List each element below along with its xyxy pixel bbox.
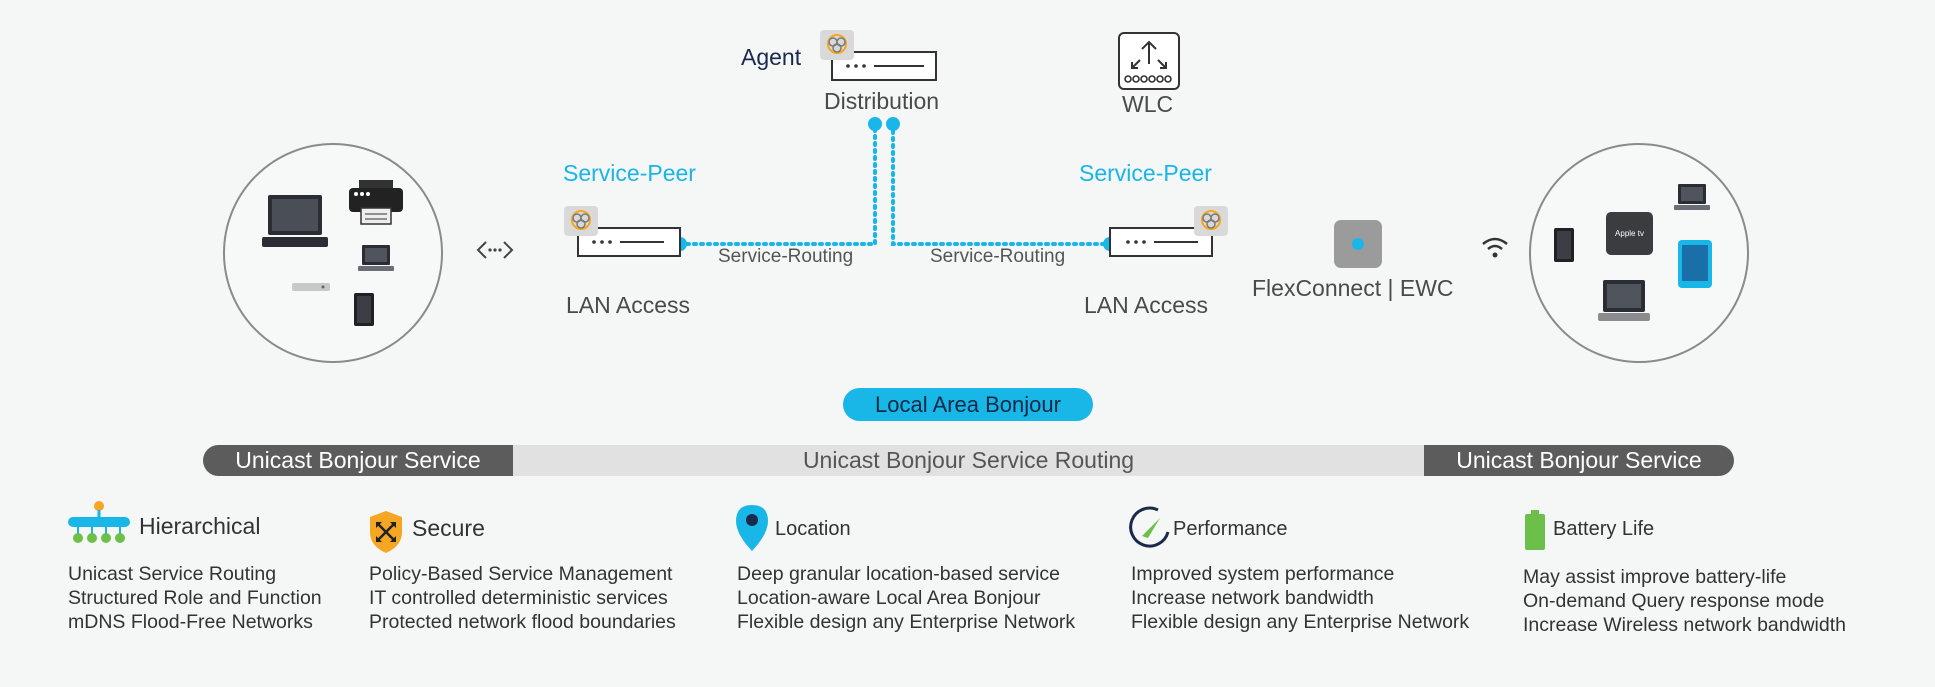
feature-title-hierarchical: Hierarchical bbox=[139, 513, 261, 539]
feature-lines-performance: Improved system performance Increase net… bbox=[1131, 562, 1469, 634]
wired-clients-circle bbox=[223, 143, 443, 363]
feature-title-secure: Secure bbox=[412, 515, 485, 541]
hierarchy-icon bbox=[68, 501, 130, 543]
agent-label: Agent bbox=[741, 44, 802, 70]
feature-line: Flexible design any Enterprise Network bbox=[737, 611, 1076, 633]
desktop-computer-icon bbox=[262, 195, 328, 247]
access-point-icon bbox=[1334, 220, 1382, 268]
feature-line: Policy-Based Service Management bbox=[369, 563, 673, 585]
feature-title-location: Location bbox=[775, 518, 851, 540]
feature-line: Improved system performance bbox=[1131, 563, 1395, 585]
service-peer-right-label: Service-Peer bbox=[1079, 160, 1212, 186]
feature-line: IT controlled deterministic services bbox=[369, 587, 668, 609]
feature-line: On-demand Query response mode bbox=[1523, 590, 1825, 612]
laptop-small-icon bbox=[1674, 184, 1710, 210]
feature-title-performance: Performance bbox=[1173, 518, 1288, 540]
shield-icon bbox=[370, 511, 402, 553]
speedometer-icon bbox=[1129, 506, 1170, 548]
printer-icon bbox=[349, 180, 403, 225]
unicast-bonjour-service-right-band: Unicast Bonjour Service bbox=[1424, 445, 1734, 476]
service-routing-left-label: Service-Routing bbox=[718, 246, 854, 267]
feature-lines-location: Deep granular location-based service Loc… bbox=[737, 562, 1075, 634]
feature-line: Increase Wireless network bandwidth bbox=[1523, 614, 1846, 636]
distribution-switch-icon bbox=[820, 30, 937, 81]
apple-tv-label: Apple tv bbox=[1615, 229, 1644, 238]
lan-access-right-label: LAN Access bbox=[1084, 292, 1208, 318]
service-routing-right-label: Service-Routing bbox=[930, 246, 1066, 267]
feature-line: Protected network flood boundaries bbox=[369, 611, 676, 633]
wireless-controller-icon bbox=[1118, 32, 1180, 90]
unicast-bonjour-service-left-band: Unicast Bonjour Service bbox=[203, 445, 513, 476]
feature-line: mDNS Flood-Free Networks bbox=[68, 611, 313, 633]
lan-access-left-switch-icon bbox=[564, 206, 681, 257]
tablet-icon bbox=[1678, 240, 1712, 288]
location-pin-icon bbox=[736, 505, 768, 551]
feature-line: Flexible design any Enterprise Network bbox=[1131, 611, 1470, 633]
unicast-bonjour-service-routing-band: Unicast Bonjour Service Routing bbox=[513, 445, 1424, 476]
feature-line: Unicast Service Routing bbox=[68, 563, 277, 585]
laptop-large-icon bbox=[1598, 280, 1650, 321]
bidirectional-arrow-icon bbox=[476, 241, 514, 259]
local-area-bonjour-pill: Local Area Bonjour bbox=[843, 388, 1093, 421]
feature-line: Increase network bandwidth bbox=[1131, 587, 1374, 609]
phone-icon bbox=[354, 293, 374, 326]
wlc-label: WLC bbox=[1122, 91, 1174, 117]
feature-line: Structured Role and Function bbox=[68, 587, 322, 609]
set-top-box-icon bbox=[292, 283, 330, 291]
feature-title-battery-life: Battery Life bbox=[1553, 518, 1655, 540]
feature-lines-secure: Policy-Based Service Management IT contr… bbox=[369, 562, 676, 634]
service-peer-left-label: Service-Peer bbox=[563, 160, 696, 186]
feature-line: Location-aware Local Area Bonjour bbox=[737, 587, 1041, 609]
apple-tv-icon: Apple tv bbox=[1606, 212, 1653, 255]
feature-lines-hierarchical: Unicast Service Routing Structured Role … bbox=[68, 562, 322, 634]
lan-access-left-label: LAN Access bbox=[566, 292, 690, 318]
feature-line: May assist improve battery-life bbox=[1523, 566, 1787, 588]
feature-line: Deep granular location-based service bbox=[737, 563, 1061, 585]
wifi-icon bbox=[1482, 237, 1508, 258]
battery-icon bbox=[1525, 510, 1545, 550]
distribution-label: Distribution bbox=[824, 88, 940, 114]
speaker-icon bbox=[1554, 228, 1574, 262]
feature-lines-battery-life: May assist improve battery-life On-deman… bbox=[1523, 565, 1846, 637]
lan-access-right-switch-icon bbox=[1109, 206, 1228, 257]
laptop-icon bbox=[358, 245, 394, 271]
flexconnect-label: FlexConnect | EWC bbox=[1252, 275, 1454, 301]
